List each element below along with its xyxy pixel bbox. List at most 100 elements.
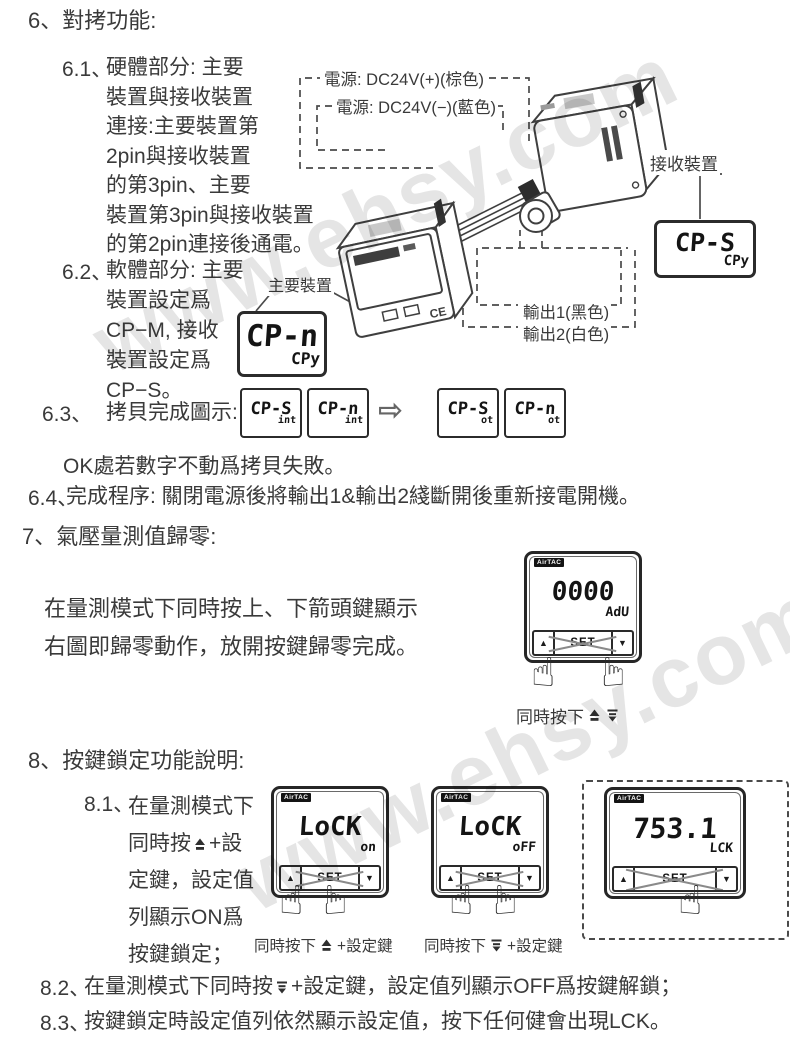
down-button: ▼ xyxy=(518,867,539,889)
down-button: ▼ xyxy=(358,867,379,889)
sensor-device-lock-on: AirTAC LoCK on ▲ SET ▼ xyxy=(271,786,389,898)
lcd-sub-value: ot xyxy=(480,415,494,426)
up-button: ▲ xyxy=(441,867,462,889)
sensor-device-lck: AirTAC 753.1 LCK ▲ SET ▼ xyxy=(604,787,746,899)
brand-badge: AirTAC xyxy=(614,794,645,803)
down-key-icon xyxy=(607,709,618,722)
main-device-lcd: CP-n CPy xyxy=(237,311,327,377)
pointing-hand-icon: ☝ xyxy=(323,878,348,924)
pointing-hand-icon: ☝ xyxy=(678,878,703,924)
display-main-value: LoCK xyxy=(297,811,363,842)
item-8-3-number: 8.3、 xyxy=(40,1012,91,1035)
receiver-device-lcd: CP-S CPy xyxy=(654,220,756,278)
button-row: ▲ SET ▼ xyxy=(532,630,634,656)
button-row: ▲ SET ▼ xyxy=(612,866,738,892)
device-screen: LoCK on xyxy=(281,802,379,865)
lock-on-caption: 同時按下 +設定鍵 xyxy=(254,934,393,956)
display-sub-value: AdU xyxy=(604,604,630,620)
receiver-device-label: 接收裝置 xyxy=(648,150,720,175)
item-8-2-number: 8.2、 xyxy=(40,977,91,1000)
display-sub-value: on xyxy=(359,839,377,855)
item-8-1-text-post: +設 定鍵，設定值 列顯示ON爲 按鍵鎖定； xyxy=(128,832,254,966)
down-button: ▼ xyxy=(611,632,632,654)
sensor-device-zero: AirTAC 0000 AdU ▲ SET ▼ xyxy=(524,551,642,663)
device-frame xyxy=(276,791,384,893)
display-sub-value: oFF xyxy=(511,839,537,855)
device-screen: 753.1 LCK xyxy=(614,803,736,866)
section-7-title: 7、氣壓量測值歸零: xyxy=(22,524,217,549)
item-6-3-note: OK處若數字不動爲拷貝失敗。 xyxy=(63,455,346,478)
section-6-title: 6、對拷功能: xyxy=(28,8,157,33)
pointing-hand-icon: ☝ xyxy=(601,650,626,696)
power-negative-label: 電源: DC24V(−)(藍色) xyxy=(334,94,498,118)
copy-display-1: CP-S int xyxy=(240,388,302,438)
brand-badge: AirTAC xyxy=(281,793,312,802)
item-6-3-number: 6.3、 xyxy=(42,403,93,426)
down-button: ▼ xyxy=(715,868,736,890)
item-8-1-text-pre: 在量測模式下 同時按 xyxy=(128,795,254,855)
section-7-body: 在量測模式下同時按上、下箭頭鍵顯示 右圖即歸零動作，放開按鍵歸零完成。 xyxy=(44,596,419,659)
display-main-value: 0000 xyxy=(550,576,616,607)
item-6-3-label: 拷貝完成圖示: xyxy=(106,401,238,424)
button-row: ▲ SET ▼ xyxy=(439,865,541,891)
item-8-3-text: 按鍵鎖定時設定值列依然顯示設定值，按下任何健會出現LCK。 xyxy=(84,1010,671,1033)
set-button: SET xyxy=(635,868,715,890)
item-8-2-text: 在量測模式下同時按 +設定鍵，設定值列顯示OFF爲按鍵解鎖； xyxy=(84,972,784,1002)
device-screen: LoCK oFF xyxy=(441,802,539,865)
caption-text: 同時按下 xyxy=(254,938,317,955)
power-positive-label: 電源: DC24V(+)(棕色) xyxy=(322,66,486,90)
set-button: SET xyxy=(462,867,518,889)
caption-text: +設定鍵 xyxy=(337,938,393,955)
item-8-2-text-post: +設定鍵，設定值列顯示OFF爲按鍵解鎖； xyxy=(291,975,682,998)
display-sub-value: LCK xyxy=(708,840,734,856)
item-6-4-number: 6.4、 xyxy=(28,487,79,510)
pointing-hand-icon: ☝ xyxy=(493,878,518,924)
brand-badge: AirTAC xyxy=(441,793,472,802)
caption-text: 同時按下 xyxy=(424,938,487,955)
lcd-sub-value: ot xyxy=(547,415,561,426)
device-frame xyxy=(609,792,741,894)
lock-off-caption: 同時按下 +設定鍵 xyxy=(424,934,563,956)
caption-text: 同時按下 xyxy=(516,708,584,727)
display-main-value: 753.1 xyxy=(631,811,719,845)
copy-display-2: CP-n int xyxy=(307,388,369,438)
lcd-sub-value: CPy xyxy=(290,349,321,368)
sensor-device-lock-off: AirTAC LoCK oFF ▲ SET ▼ xyxy=(431,786,549,898)
set-button: SET xyxy=(302,867,358,889)
display-main-value: LoCK xyxy=(457,811,523,842)
output2-label: 輸出2(白色) xyxy=(521,321,612,345)
zero-caption: 同時按下 xyxy=(516,703,620,728)
lcd-sub-value: int xyxy=(277,415,297,426)
main-device-label: 主要裝置 xyxy=(266,272,335,296)
item-6-1-number: 6.1、 xyxy=(62,58,113,81)
up-key-icon xyxy=(195,838,205,850)
pointing-hand-icon: ☝ xyxy=(279,878,304,924)
device-screen: 0000 AdU xyxy=(534,567,632,630)
lcd-sub-value: int xyxy=(344,415,364,426)
device-frame xyxy=(436,791,544,893)
copy-display-4: CP-n ot xyxy=(504,388,566,438)
up-key-icon xyxy=(321,939,332,951)
hardware-diagram-drawing: CE xyxy=(255,76,722,338)
device-frame xyxy=(529,556,637,658)
set-button: SET xyxy=(555,632,611,654)
item-6-2-text: 軟體部分: 主要 裝置設定爲 CP−M, 接收 裝置設定爲 CP−S。 xyxy=(106,259,244,402)
main-device-drawing: CE xyxy=(335,198,474,338)
copy-display-3: CP-S ot xyxy=(437,388,499,438)
lcd-sub-value: CPy xyxy=(723,253,750,269)
receiver-connector-drawing xyxy=(519,191,561,233)
down-key-icon xyxy=(491,939,502,951)
hardware-diagram: CE xyxy=(230,62,790,388)
pointing-hand-icon: ☝ xyxy=(531,650,556,696)
item-8-2-text-pre: 在量測模式下同時按 xyxy=(84,975,273,998)
up-button: ▲ xyxy=(614,868,635,890)
item-6-2-number: 6.2、 xyxy=(62,261,113,284)
button-row: ▲ SET ▼ xyxy=(279,865,381,891)
section-8-title: 8、按鍵鎖定功能說明: xyxy=(28,748,245,773)
up-key-icon xyxy=(589,709,600,721)
item-8-1-number: 8.1、 xyxy=(84,793,135,816)
caption-text: +設定鍵 xyxy=(507,938,563,955)
up-button: ▲ xyxy=(281,867,302,889)
copy-arrow-icon: ⇨ xyxy=(378,394,404,427)
